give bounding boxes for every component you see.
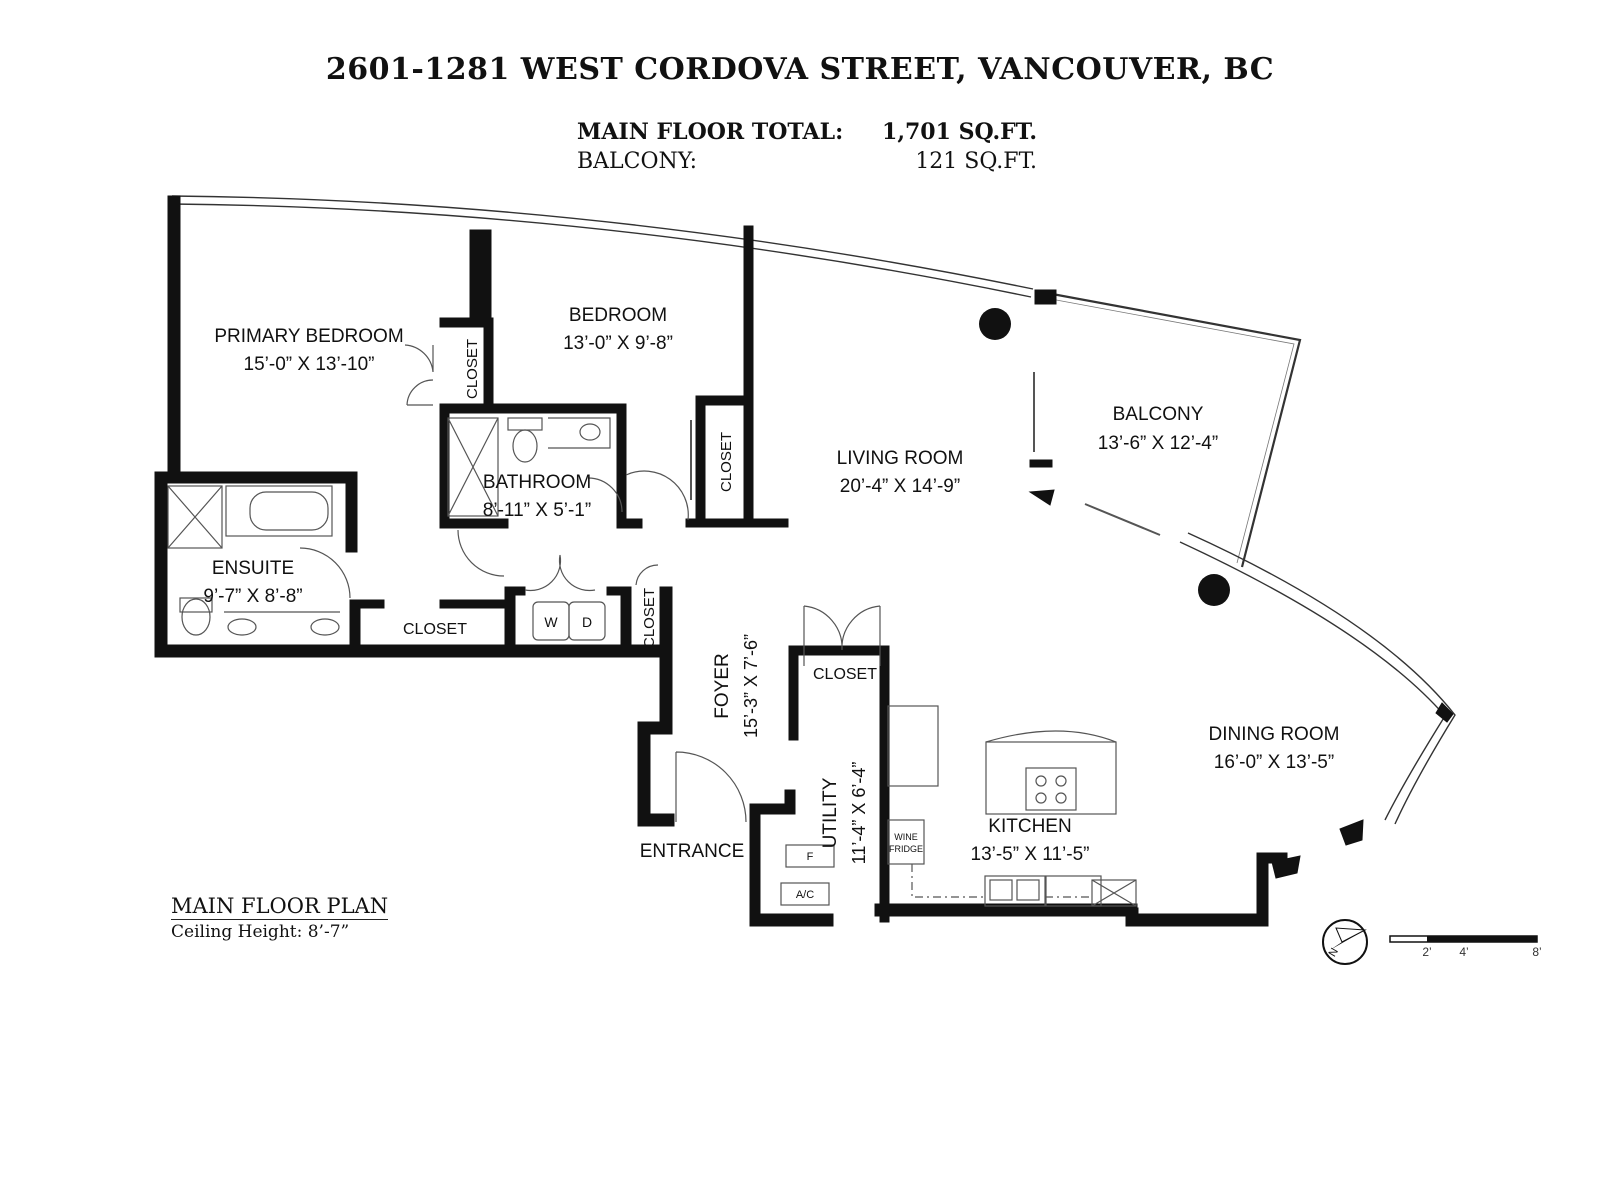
primary-bedroom-dims: 15’-0” X 13’-10” (244, 354, 375, 375)
scale-tick-8: 8’ (1532, 945, 1541, 959)
dryer-label: D (582, 614, 592, 630)
plan-legend-title: MAIN FLOOR PLAN (171, 894, 389, 920)
closet-label-primary: CLOSET (464, 339, 481, 399)
ensuite-dims: 9’-7” X 8’-8” (203, 586, 302, 607)
dining-room-name: DINING ROOM (1209, 724, 1340, 745)
bedroom-name: BEDROOM (569, 305, 667, 326)
utility-dims: 11’-4” X 6’-4” (849, 762, 869, 865)
closet-label-bedroom: CLOSET (718, 432, 735, 492)
doors-and-fixtures (167, 344, 1161, 907)
scale-tick-4: 4’ (1459, 945, 1468, 959)
wine-fridge-label-2: FRIDGE (889, 844, 923, 854)
balcony-name: BALCONY (1113, 404, 1204, 425)
kitchen-name: KITCHEN (988, 816, 1071, 837)
dining-room-dims: 16’-0” X 13’-5” (1214, 752, 1334, 773)
walls (154, 195, 1454, 927)
living-room-dims: 20’-4” X 14’-9” (840, 476, 960, 497)
balcony-area-label: BALCONY: (577, 149, 698, 174)
address-title: 2601-1281 WEST CORDOVA STREET, VANCOUVER… (325, 52, 1275, 87)
primary-bedroom-name: PRIMARY BEDROOM (214, 326, 403, 347)
balcony-area-value: 121 SQ.FT. (915, 149, 1037, 174)
ensuite-name: ENSUITE (212, 558, 294, 579)
closet-label-foyer: CLOSET (813, 666, 877, 683)
ceiling-height-note: Ceiling Height: 8’-7” (171, 922, 350, 942)
main-floor-total-value: 1,701 SQ.FT. (882, 119, 1037, 145)
room-labels: PRIMARY BEDROOM 15’-0” X 13’-10” BEDROOM… (203, 305, 1339, 901)
foyer-name: FOYER (712, 653, 733, 718)
bathroom-dims: 8’-11” X 5’-1” (483, 500, 591, 521)
wine-fridge-label-1: WINE (894, 832, 918, 842)
closet-label-ensuite: CLOSET (403, 621, 467, 638)
bedroom-dims: 13’-0” X 9’-8” (563, 333, 673, 354)
kitchen-dims: 13’-5” X 11’-5” (971, 844, 1090, 865)
north-arrow: N (1322, 919, 1368, 965)
main-floor-total-label: MAIN FLOOR TOTAL: (577, 119, 844, 145)
washer-label: W (544, 614, 558, 630)
foyer-dims: 15’-3” X 7’-6” (741, 634, 761, 738)
ac-label: A/C (796, 889, 814, 901)
closet-label-laundry: CLOSET (641, 588, 658, 648)
scale-bar: 2’ 4’ 8’ (1389, 935, 1542, 959)
exterior-glazing (171, 195, 1456, 825)
utility-name: UTILITY (820, 777, 841, 848)
entrance-label: ENTRANCE (640, 841, 745, 862)
columns (979, 308, 1230, 606)
living-room-name: LIVING ROOM (837, 448, 964, 469)
scale-tick-2: 2’ (1422, 945, 1431, 959)
furnace-label: F (807, 851, 814, 863)
balcony-dims: 13’-6” X 12’-4” (1098, 433, 1218, 454)
bathroom-name: BATHROOM (483, 472, 591, 493)
